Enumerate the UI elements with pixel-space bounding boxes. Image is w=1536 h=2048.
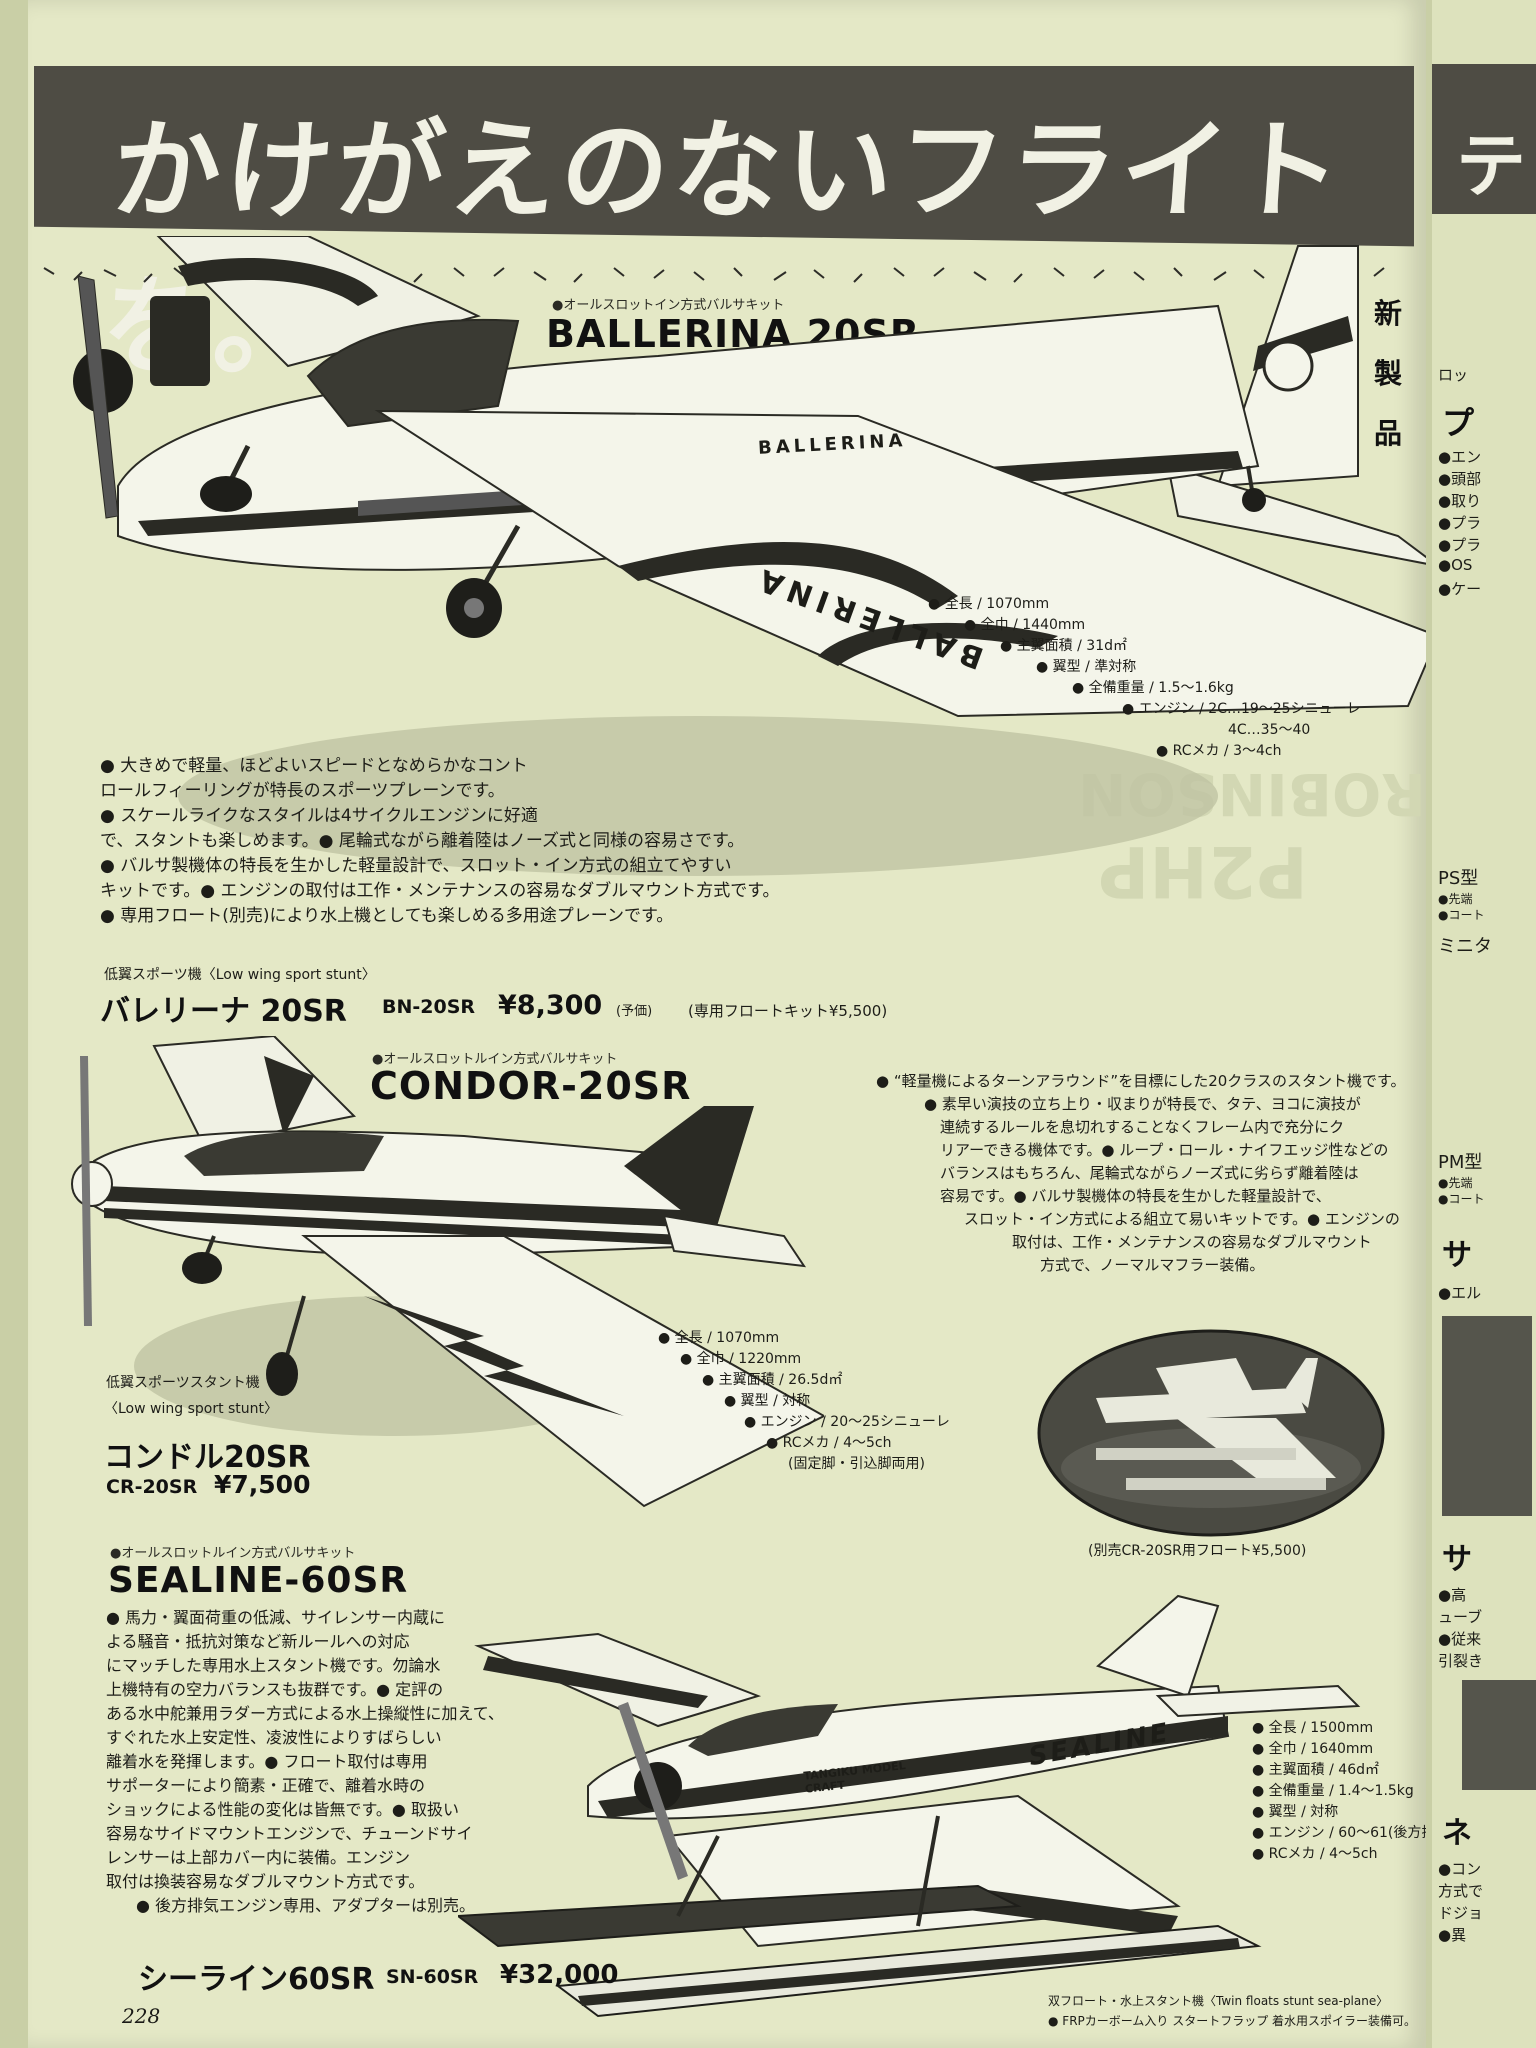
ballerina-price-note: (予価) (616, 1004, 653, 1019)
strip-line: 引裂き (1438, 1652, 1484, 1670)
sealine-category: 双フロート・水上スタント機〈Twin floats stunt sea-plan… (1048, 1994, 1389, 2008)
sealine-name: シーライン60SR (138, 1962, 375, 1997)
strip-line: ●先端 (1438, 892, 1473, 906)
condor-name: コンドル20SR (104, 1440, 311, 1475)
ballerina-specs: ● 全長 / 1070mm ● 全巾 / 1440mm ● 主翼面積 / 31d… (928, 596, 1361, 759)
strip-line: ●コート (1438, 908, 1485, 922)
sealine-kit-label: ●オールスロットルイン方式バルサキット (110, 1546, 356, 1561)
strip-line: ●エル (1438, 1284, 1482, 1302)
condor-float-note: (別売CR-20SR用フロート¥5,500) (1088, 1543, 1307, 1559)
sealine-code: SN-60SR (386, 1966, 479, 1988)
sealine-airplane-photo (458, 1594, 1361, 2018)
strip-line: ューブ (1438, 1608, 1483, 1626)
strip-line: ●コン (1438, 1860, 1482, 1878)
strip-line: ●高 (1438, 1586, 1467, 1604)
strip-line: ●OS (1438, 556, 1473, 574)
sealine-extra: ● FRPカーボーム入り スタートフラップ 着水用スポイラー装備可。 (1048, 2014, 1417, 2028)
strip-line: ●頭部 (1438, 470, 1482, 488)
strip-line: ●エン (1438, 448, 1482, 466)
condor-title: CONDOR-20SR (370, 1064, 692, 1108)
strip-line: ●従来 (1438, 1630, 1482, 1648)
strip-photo (1442, 1316, 1532, 1516)
strip-heading: サ (1442, 1238, 1472, 1273)
condor-float-photo (1037, 1329, 1385, 1537)
condor-code: CR-20SR (106, 1476, 198, 1498)
page-number: 228 (122, 2004, 161, 2028)
adjacent-page-strip: テ ロッ プ ●エン ●頭部 ●取り ●プラ ●プラ ●OS ●ケー PS型 ●… (1432, 0, 1536, 2048)
sealine-specs: ● 全長 / 1500mm ● 全巾 / 1640mm ● 主翼面積 / 46d… (1252, 1720, 1426, 1862)
condor-category: 低翼スポーツスタント機 (106, 1375, 260, 1391)
ballerina-kit-label: ●オールスロットイン方式バルサキット (552, 298, 785, 313)
strip-line: ●ケー (1438, 580, 1482, 598)
headline-banner (34, 66, 1414, 247)
sealine-description: ● 馬力・翼面荷重の低減、サイレンサー内蔵に よる騒音・抵抗対策など新ルールへの… (106, 1608, 504, 1915)
ballerina-category: 低翼スポーツ機〈Low wing sport stunt〉 (104, 967, 376, 983)
condor-kit-label: ●オールスロットルイン方式バルサキット (372, 1052, 618, 1067)
ballerina-airplane-photo (73, 236, 1426, 876)
strip-line: ●プラ (1438, 514, 1482, 532)
strip-photo-2 (1462, 1680, 1536, 1790)
adjacent-banner (1432, 64, 1536, 214)
strip-line: ドジョ (1438, 1904, 1484, 1922)
ballerina-price: ¥8,300 (498, 990, 603, 1021)
sealine-title: SEALINE-60SR (108, 1560, 409, 1601)
strip-heading: ネ (1442, 1816, 1472, 1851)
condor-description: ● “軽量機によるターンアラウンド”を目標にした20クラスのスタント機です。 ●… (876, 1072, 1406, 1274)
adjacent-heading: テ (1456, 125, 1526, 207)
condor-specs: ● 全長 / 1070mm ● 全巾 / 1220mm ● 主翼面積 / 26.… (658, 1330, 950, 1472)
strip-heading: サ (1442, 1542, 1472, 1577)
strip-line: PS型 (1438, 868, 1479, 889)
strip-line: ミニタ (1438, 936, 1492, 957)
strip-line: 方式で (1438, 1882, 1484, 1900)
condor-airplane-photo (71, 1036, 824, 1508)
new-product-label: 新 製 品 (1373, 297, 1402, 450)
strip-line: PM型 (1438, 1152, 1483, 1173)
strip-line: ●先端 (1438, 1176, 1473, 1190)
strip-line: ●取り (1438, 492, 1482, 510)
ballerina-float-note: (専用フロートキット¥5,500) (688, 1002, 888, 1020)
catalog-page: かけがえのないフライトを。 ROBINSON P2HP 新 製 品 ●オールスロ… (28, 0, 1426, 2048)
strip-line: ロッ (1438, 366, 1469, 384)
strip-line: ●異 (1438, 1926, 1467, 1944)
strip-line: ●プラ (1438, 536, 1482, 554)
condor-price: ¥7,500 (214, 1470, 311, 1499)
strip-line: ●コート (1438, 1192, 1485, 1206)
ballerina-description: ● 大きめで軽量、ほどよいスピードとなめらかなコント ロールフィーリングが特長の… (100, 756, 780, 926)
ballerina-name: バレリーナ 20SR (100, 994, 347, 1029)
ballerina-code: BN-20SR (382, 996, 476, 1018)
condor-category-en: 〈Low wing sport stunt〉 (104, 1401, 279, 1417)
strip-heading: プ (1442, 404, 1475, 442)
sealine-price: ¥32,000 (500, 1960, 619, 1990)
